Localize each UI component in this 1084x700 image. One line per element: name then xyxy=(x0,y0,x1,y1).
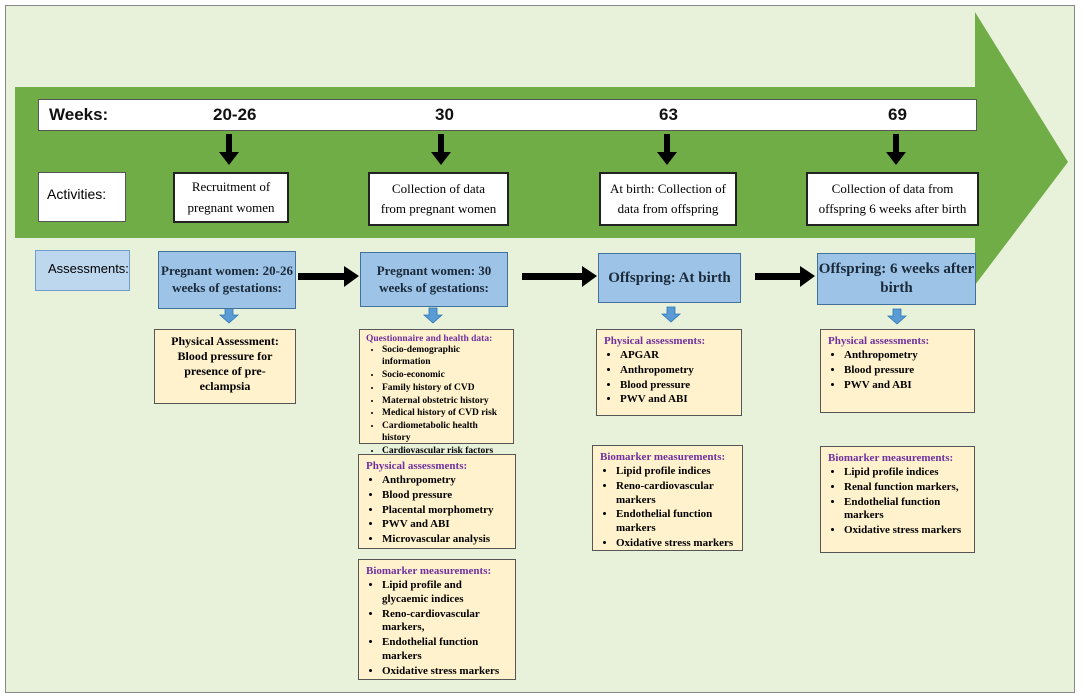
activity-collection-6weeks: Collection of data from offspring 6 week… xyxy=(806,172,979,226)
activity-recruitment-text: Recruitment of pregnant women xyxy=(187,179,275,215)
week-69: 69 xyxy=(888,105,907,124)
physical-assessment-box: Physical Assessment: Blood pressure for … xyxy=(154,329,296,404)
physical-heading: Physical assessments: xyxy=(366,460,468,472)
activities-label: Activities: xyxy=(38,172,126,222)
stage-title: Pregnant women: 30 weeks of gestations: xyxy=(376,262,492,295)
blue-down-arrow-2 xyxy=(422,307,444,324)
week-20-26: 20-26 xyxy=(213,105,257,124)
list-item: Endothelial function markers xyxy=(844,496,967,524)
assessments-label: Assessments: xyxy=(35,250,130,291)
list-item: Renal function markers, xyxy=(844,481,967,495)
physical-assessments-box-3: Physical assessments: APGAR Anthropometr… xyxy=(596,329,742,416)
list-item: Reno-cardiovascular markers, xyxy=(382,608,508,636)
list-item: Oxidative stress markers xyxy=(844,524,967,538)
activity-collection-pregnant-text: Collection of data from pregnant women xyxy=(380,180,497,216)
stage-pregnant-20-26: Pregnant women: 20-26 weeks of gestation… xyxy=(158,251,296,309)
list-item: Socio-demographic information xyxy=(382,345,507,369)
activity-recruitment: Recruitment of pregnant women xyxy=(173,172,289,223)
physical-heading: Physical assessments: xyxy=(828,335,930,347)
activity-collection-pregnant: Collection of data from pregnant women xyxy=(368,172,509,226)
activity-collection-6weeks-text: Collection of data from offspring 6 week… xyxy=(818,180,967,216)
list-item: Anthropometry xyxy=(382,474,508,488)
list-item: Endothelial function markers xyxy=(616,508,735,536)
list-item: Family history of CVD xyxy=(382,383,507,395)
right-arrow-2 xyxy=(522,273,584,280)
biomarker-box-2: Biomarker measurements: Lipid profile an… xyxy=(358,559,516,680)
list-item: PWV and ABI xyxy=(844,379,967,393)
week-63: 63 xyxy=(659,105,678,124)
blue-down-arrow-3 xyxy=(660,306,682,323)
list-item: Endothelial function markers xyxy=(382,636,508,664)
timeline-big-arrow xyxy=(15,12,1068,285)
list-item: Reno-cardiovascular markers xyxy=(616,480,735,508)
list-item: Medical history of CVD risk xyxy=(382,408,507,420)
list-item: Anthropometry xyxy=(620,364,734,378)
down-arrow-1 xyxy=(226,134,232,154)
list-item: Blood pressure xyxy=(844,364,967,378)
physical-heading: Physical assessments: xyxy=(604,335,706,347)
list-item: APGAR xyxy=(620,349,734,363)
biomarker-heading: Biomarker measurements: xyxy=(366,565,492,577)
stage-offspring-birth: Offspring: At birth xyxy=(598,253,741,303)
week-30: 30 xyxy=(435,105,454,124)
questionnaire-heading: Questionnaire and health data: xyxy=(366,334,493,344)
down-arrow-3 xyxy=(664,134,670,154)
activity-collection-birth: At birth: Collection of data from offspr… xyxy=(599,172,737,226)
stage-offspring-6weeks: Offspring: 6 weeks after birth xyxy=(817,253,976,305)
right-arrow-3 xyxy=(755,273,802,280)
biomarker-heading: Biomarker measurements: xyxy=(600,451,726,463)
list-item: Maternal obstetric history xyxy=(382,396,507,408)
list-item: Lipid profile indices xyxy=(844,466,967,480)
questionnaire-box: Questionnaire and health data: Socio-dem… xyxy=(359,329,514,456)
list-item: Lipid profile indices xyxy=(616,465,735,479)
list-item: Placental morphometry xyxy=(382,504,508,518)
down-arrow-2 xyxy=(438,134,444,154)
biomarker-box-3: Biomarker measurements: Lipid profile in… xyxy=(592,445,743,551)
right-arrow-1 xyxy=(298,273,346,280)
biomarker-heading: Biomarker measurements: xyxy=(828,452,954,464)
weeks-label: Weeks: xyxy=(49,105,109,124)
stage-title: Offspring: 6 weeks after birth xyxy=(818,261,975,296)
physical-assessments-box-4: Physical assessments: Anthropometry Bloo… xyxy=(820,329,975,413)
list-item: Cardiovascular risk factors xyxy=(382,446,507,458)
activity-collection-birth-text: At birth: Collection of data from offspr… xyxy=(610,180,726,216)
list-item: PWV and ABI xyxy=(382,518,508,532)
stage-pregnant-30: Pregnant women: 30 weeks of gestations: xyxy=(360,252,508,307)
list-item: Lipid profile and glycaemic indices xyxy=(382,579,508,607)
blue-down-arrow-4 xyxy=(886,308,908,325)
stage-title: Offspring: At birth xyxy=(608,269,731,286)
physical-assessments-box-2: Physical assessments: Anthropometry Bloo… xyxy=(358,454,516,549)
weeks-bar: Weeks: 20-26 30 63 69 xyxy=(38,99,977,131)
list-item: Oxidative stress markers xyxy=(382,665,508,679)
list-item: Blood pressure xyxy=(382,489,508,503)
list-item: Microvascular analysis xyxy=(382,533,508,547)
list-item: Anthropometry xyxy=(844,349,967,363)
stage-title: Pregnant women: 20-26 weeks of gestation… xyxy=(161,263,293,295)
physical-assessment-text: Physical Assessment: Blood pressure for … xyxy=(171,334,279,393)
down-arrow-4 xyxy=(893,134,899,154)
biomarker-box-4: Biomarker measurements: Lipid profile in… xyxy=(820,446,975,553)
blue-down-arrow-1 xyxy=(218,307,240,324)
list-item: Socio-economic xyxy=(382,370,507,382)
list-item: PWV and ABI xyxy=(620,393,734,407)
list-item: Oxidative stress markers xyxy=(616,537,735,551)
list-item: Blood pressure xyxy=(620,379,734,393)
list-item: Cardiometabolic health history xyxy=(382,421,507,445)
